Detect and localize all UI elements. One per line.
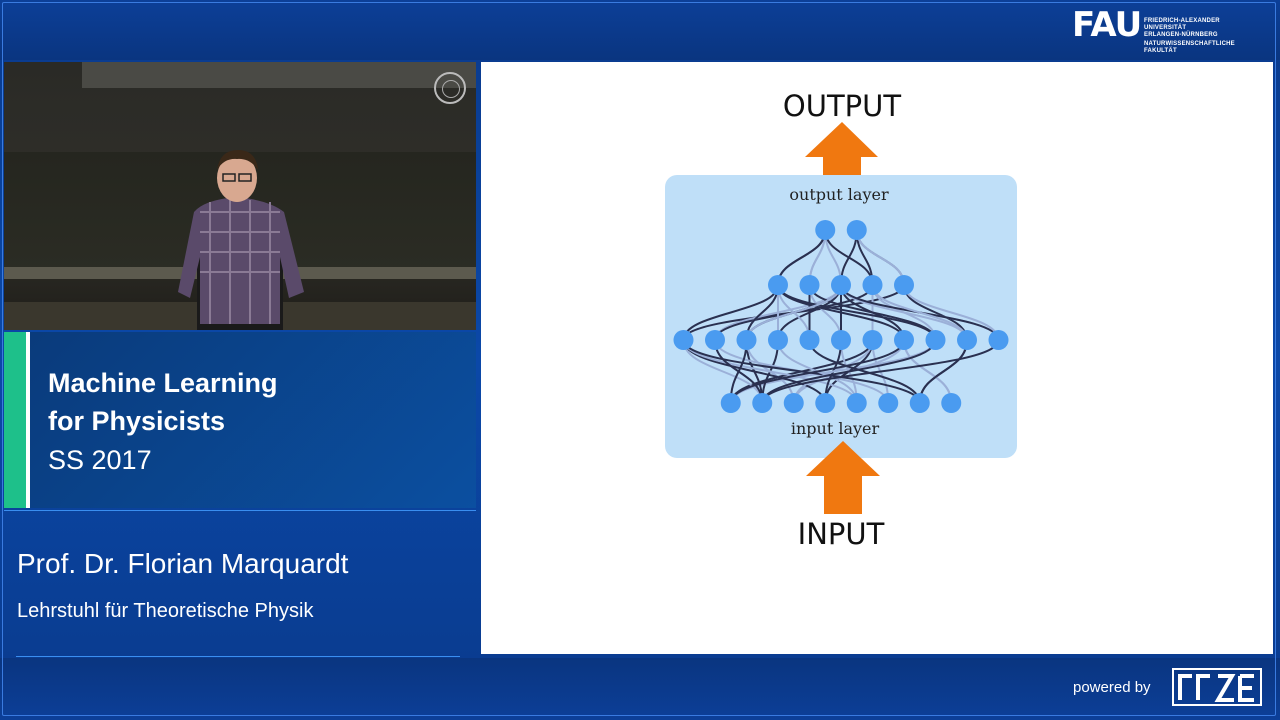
network-node bbox=[894, 330, 914, 350]
fau-logo-line4: NATURWISSENSCHAFTLICHE bbox=[1144, 41, 1235, 47]
network-nodes bbox=[673, 220, 1009, 413]
network-node bbox=[799, 330, 820, 350]
network-node bbox=[925, 330, 946, 350]
network-node bbox=[862, 330, 883, 350]
course-title: Machine Learning for Physicists bbox=[48, 364, 448, 440]
course-title-line1: Machine Learning bbox=[48, 368, 278, 398]
network-node bbox=[768, 275, 788, 295]
network-node bbox=[799, 275, 820, 295]
lecturer-figure bbox=[178, 150, 304, 330]
network-edge bbox=[761, 339, 1000, 404]
course-term: SS 2017 bbox=[48, 445, 152, 475]
separator-line bbox=[4, 510, 476, 511]
fau-logo-line3: ERLANGEN-NÜRNBERG bbox=[1144, 32, 1218, 38]
lecturer-chair: Lehrstuhl für Theoretische Physik bbox=[17, 600, 314, 622]
network-node bbox=[705, 330, 725, 350]
network-edge bbox=[682, 339, 921, 404]
title-accent-bar bbox=[4, 332, 26, 508]
network-node bbox=[957, 330, 977, 350]
fau-logo-line2: UNIVERSITÄT bbox=[1144, 25, 1187, 31]
network-node bbox=[909, 393, 930, 413]
network-node bbox=[673, 330, 694, 350]
network-node bbox=[768, 330, 788, 350]
network-node bbox=[894, 275, 914, 295]
bottom-bar bbox=[0, 658, 1280, 720]
network-node bbox=[736, 330, 757, 350]
network-node bbox=[846, 393, 867, 413]
network-node bbox=[752, 393, 773, 413]
network-node bbox=[815, 393, 836, 413]
network-node bbox=[846, 220, 867, 240]
separator-line-bottom bbox=[16, 656, 460, 657]
fau-logo-line5: FAKULTÄT bbox=[1144, 48, 1177, 54]
lecture-video bbox=[4, 62, 476, 330]
rrze-logo bbox=[1172, 668, 1262, 706]
output-layer-label: output layer bbox=[789, 185, 889, 204]
network-edge bbox=[682, 339, 858, 404]
network-edge bbox=[761, 339, 937, 404]
network-node bbox=[720, 393, 741, 413]
fau-logo-line1: FRIEDRICH-ALEXANDER bbox=[1144, 18, 1220, 24]
lecturer-name: Prof. Dr. Florian Marquardt bbox=[17, 548, 349, 579]
fau-logo-text: FRIEDRICH-ALEXANDER UNIVERSITÄT ERLANGEN… bbox=[1144, 18, 1244, 55]
network-node bbox=[878, 393, 899, 413]
network-edge bbox=[729, 339, 905, 404]
input-label: INPUT bbox=[798, 517, 885, 551]
fau-logo-mark: FAU bbox=[1072, 5, 1142, 45]
network-node bbox=[815, 220, 836, 240]
output-arrow-icon bbox=[805, 122, 878, 176]
neural-network-diagram: OUTPUT output layer input layer INPUT bbox=[665, 89, 1017, 551]
video-board bbox=[82, 62, 476, 88]
course-title-line2: for Physicists bbox=[48, 406, 226, 436]
top-bar bbox=[0, 0, 1280, 60]
network-node bbox=[862, 275, 883, 295]
title-accent-gap bbox=[26, 332, 30, 508]
input-layer-label: input layer bbox=[791, 419, 880, 438]
network-node bbox=[831, 275, 851, 295]
network-node bbox=[831, 330, 851, 350]
course-title-panel bbox=[4, 332, 476, 508]
slide: OUTPUT output layer input layer INPUT bbox=[481, 62, 1273, 654]
output-label: OUTPUT bbox=[783, 89, 901, 123]
input-arrow-icon bbox=[806, 441, 880, 514]
network-edge bbox=[808, 339, 921, 404]
university-seal-icon bbox=[434, 72, 466, 104]
powered-by-text: powered by bbox=[1073, 679, 1151, 696]
fau-logo: FAU FRIEDRICH-ALEXANDER UNIVERSITÄT ERLA… bbox=[1072, 8, 1242, 54]
network-node bbox=[988, 330, 1009, 350]
network-node bbox=[941, 393, 962, 413]
network-edge bbox=[808, 284, 937, 341]
network-node bbox=[783, 393, 804, 413]
